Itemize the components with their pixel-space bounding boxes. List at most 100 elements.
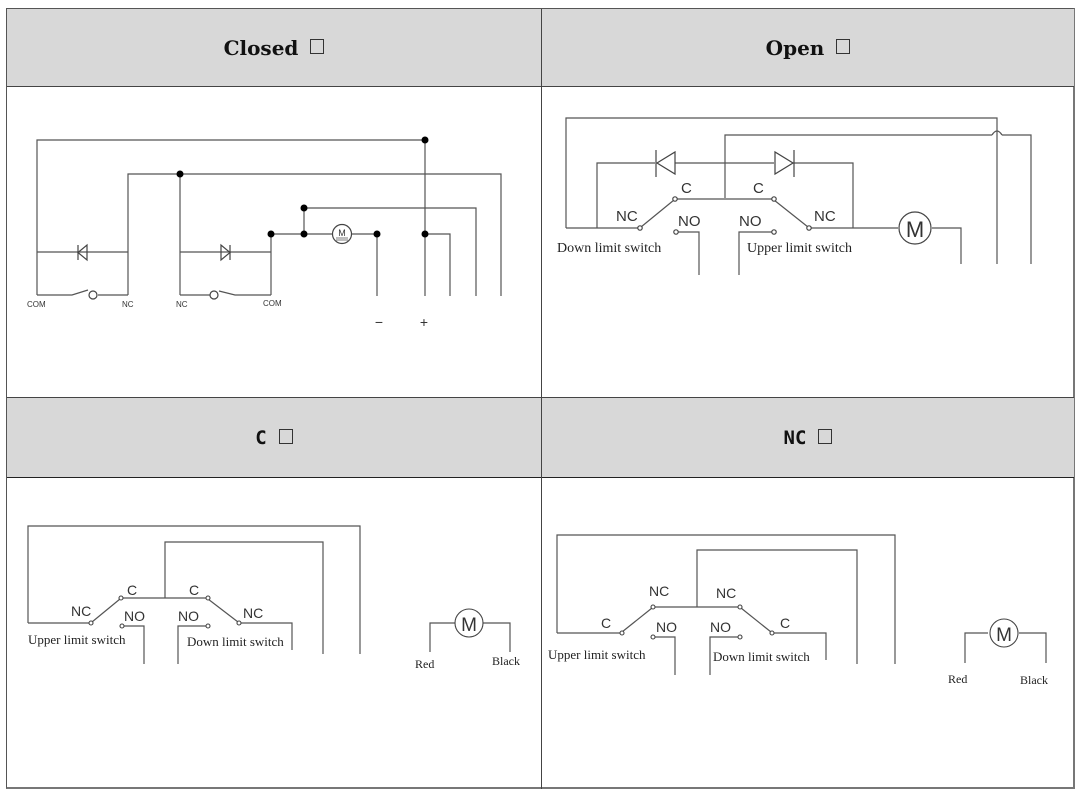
wire bbox=[177, 625, 208, 664]
c-left-label: C bbox=[127, 582, 137, 598]
nc-right-label: NC bbox=[716, 585, 736, 601]
com-left-label: COM bbox=[27, 300, 46, 309]
switch-lever bbox=[37, 289, 89, 296]
wire bbox=[932, 227, 962, 264]
junction-dot bbox=[373, 230, 381, 238]
motor-label: M bbox=[338, 228, 346, 238]
red-wire-label: Red bbox=[415, 657, 434, 671]
checkbox-empty-icon bbox=[278, 429, 293, 444]
wire bbox=[1019, 632, 1047, 663]
header-nc-label: NC bbox=[783, 426, 807, 449]
switch-lever bbox=[218, 290, 271, 296]
nc-left-label: NC bbox=[122, 300, 134, 309]
wire-crossover bbox=[991, 130, 1003, 136]
header-c: C bbox=[7, 397, 541, 478]
black-wire-label: Black bbox=[1020, 673, 1048, 687]
junction-dot bbox=[176, 170, 184, 178]
switch-contact bbox=[737, 604, 743, 610]
switch-contact bbox=[88, 620, 94, 626]
plus-terminal-label: + bbox=[420, 314, 428, 330]
wire bbox=[565, 117, 998, 264]
junction-dot bbox=[421, 230, 429, 238]
switch-contact bbox=[672, 196, 678, 202]
wire bbox=[425, 233, 451, 296]
switch-contact bbox=[619, 630, 625, 636]
switch-contact bbox=[205, 595, 211, 601]
wire bbox=[1002, 134, 1032, 264]
header-open: Open bbox=[542, 9, 1074, 87]
no-right-label: NO bbox=[739, 213, 762, 230]
switch-contact bbox=[771, 229, 777, 235]
wire bbox=[596, 162, 655, 228]
upper-limit-switch-label: Upper limit switch bbox=[747, 241, 852, 256]
junction-dot bbox=[300, 230, 308, 238]
motor-label: M bbox=[906, 217, 924, 242]
upper-limit-switch-label: Upper limit switch bbox=[28, 632, 126, 647]
switch-contact bbox=[769, 630, 775, 636]
wiring-table bbox=[6, 8, 1075, 789]
wire bbox=[239, 622, 293, 650]
junction-dot bbox=[267, 230, 275, 238]
diode-icon bbox=[220, 243, 231, 262]
c-right-label: C bbox=[780, 615, 790, 631]
no-left-label: NO bbox=[656, 619, 677, 635]
wire bbox=[122, 625, 145, 664]
nc-right-label: NC bbox=[814, 208, 836, 225]
minus-terminal-label: − bbox=[375, 314, 383, 330]
red-wire-label: Red bbox=[948, 672, 967, 686]
down-limit-switch-label: Down limit switch bbox=[187, 634, 284, 649]
switch-lever bbox=[207, 598, 239, 623]
switch-contact bbox=[88, 290, 98, 300]
diode-icon bbox=[655, 150, 676, 177]
diode-icon bbox=[774, 150, 795, 177]
switch-lever bbox=[640, 199, 675, 228]
wire bbox=[793, 162, 854, 228]
switch-contact bbox=[673, 229, 679, 235]
c-right-label: C bbox=[189, 582, 199, 598]
wire bbox=[127, 173, 502, 296]
switch-lever bbox=[621, 607, 653, 633]
header-c-label: C bbox=[255, 426, 267, 449]
switch-contact bbox=[209, 290, 219, 300]
nc-left-label: NC bbox=[616, 208, 638, 225]
switch-contact bbox=[806, 225, 812, 231]
checkbox-empty-icon bbox=[818, 429, 833, 444]
switch-contact bbox=[650, 634, 656, 640]
black-wire-label: Black bbox=[492, 654, 520, 668]
wire bbox=[483, 622, 511, 652]
wire bbox=[164, 541, 324, 654]
c-left-label: C bbox=[601, 615, 611, 631]
checkbox-empty-icon bbox=[310, 39, 325, 54]
header-closed-label: Closed bbox=[223, 35, 299, 60]
c-left-label: C bbox=[681, 180, 692, 197]
wire bbox=[556, 534, 896, 664]
no-right-label: NO bbox=[178, 608, 199, 624]
nc-left-label: NC bbox=[71, 603, 91, 619]
switch-contact bbox=[637, 225, 643, 231]
switch-lever bbox=[91, 598, 121, 623]
no-left-label: NO bbox=[678, 213, 701, 230]
switch-contact bbox=[650, 604, 656, 610]
header-nc: NC bbox=[542, 397, 1074, 478]
upper-limit-switch-label: Upper limit switch bbox=[548, 647, 646, 662]
column-divider bbox=[541, 9, 542, 789]
wire bbox=[772, 632, 827, 660]
c-right-label: C bbox=[753, 180, 764, 197]
switch-lever bbox=[773, 199, 809, 228]
com-right-label: COM bbox=[263, 299, 282, 308]
nc-left-label: NC bbox=[649, 583, 669, 599]
motor-icon bbox=[331, 223, 353, 245]
wire bbox=[653, 636, 676, 675]
down-limit-switch-label: Down limit switch bbox=[557, 241, 661, 256]
motor-label: M bbox=[461, 615, 477, 636]
no-left-label: NO bbox=[124, 608, 145, 624]
wire bbox=[677, 231, 700, 275]
diode-icon bbox=[77, 243, 88, 262]
switch-contact bbox=[119, 623, 125, 629]
motor-icon bbox=[989, 618, 1019, 648]
switch-contact bbox=[737, 634, 743, 640]
switch-contact bbox=[236, 620, 242, 626]
